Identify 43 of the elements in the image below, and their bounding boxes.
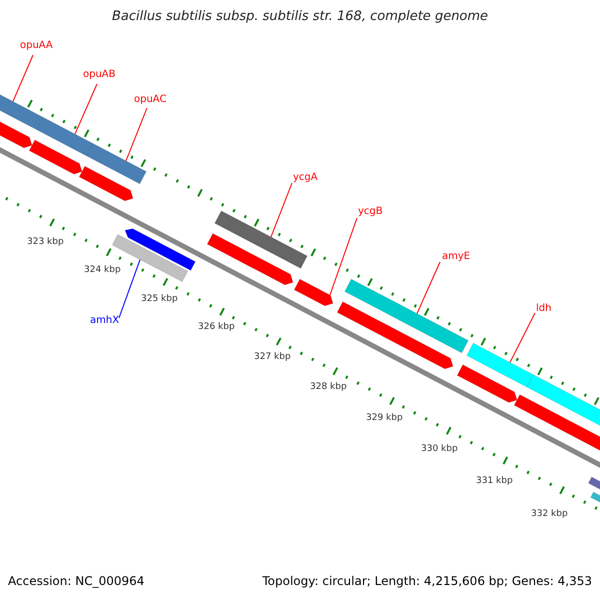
gene-bar bbox=[0, 94, 44, 130]
scale-label: 331 kbp bbox=[476, 477, 513, 487]
title: Bacillus subtilis subsp. subtilis str. 168, complete genome bbox=[110, 10, 490, 24]
scale-label: 326 kbp bbox=[198, 323, 235, 333]
gene-bar bbox=[466, 342, 534, 388]
scale-label: 323 kbp bbox=[27, 238, 64, 248]
gene-label: amhX bbox=[90, 315, 120, 326]
gene-label: opuAC bbox=[134, 94, 166, 105]
gene-bar bbox=[206, 233, 294, 286]
scale-label: 330 kbp bbox=[421, 445, 458, 455]
genome-summary-text: Topology: circular; Length: 4,215,606 bp; Genes: 4,353 bbox=[262, 575, 592, 588]
leader-line bbox=[416, 262, 440, 314]
leader-line bbox=[330, 218, 358, 296]
gene-bar bbox=[214, 210, 308, 269]
gene-bar bbox=[588, 476, 600, 492]
leader-line bbox=[510, 312, 536, 363]
gene-bar bbox=[28, 140, 82, 174]
gene-label: opuAA bbox=[20, 40, 53, 51]
gene-label: ycgA bbox=[293, 172, 318, 183]
scale-label: 332 kbp bbox=[531, 510, 568, 520]
scale-label: 328 kbp bbox=[310, 383, 347, 393]
leader-line bbox=[12, 54, 34, 102]
accession-text: Accession: NC_000964 bbox=[8, 575, 144, 588]
gene-bar bbox=[294, 278, 334, 306]
leader-line bbox=[118, 259, 140, 318]
gene-bar bbox=[36, 117, 94, 156]
gene-bar bbox=[336, 301, 454, 370]
gene-label: ldh bbox=[536, 303, 552, 314]
scale-label: 327 kbp bbox=[254, 353, 291, 363]
gene-label: opuAB bbox=[83, 69, 116, 80]
gene-bar bbox=[86, 143, 146, 184]
leader-line bbox=[270, 182, 292, 238]
leader-line bbox=[126, 108, 148, 162]
scale-label: 329 kbp bbox=[366, 414, 403, 424]
gene-label: ycgB bbox=[358, 206, 383, 217]
gene-bar bbox=[344, 278, 468, 354]
leader-line bbox=[74, 84, 98, 135]
scale-label: 324 kbp bbox=[84, 266, 121, 276]
gene-bar bbox=[456, 364, 518, 403]
gene-bar bbox=[78, 166, 134, 202]
scale-label: 325 kbp bbox=[141, 295, 178, 305]
gene-bar bbox=[124, 228, 196, 271]
gene-label: amyE bbox=[442, 251, 470, 262]
